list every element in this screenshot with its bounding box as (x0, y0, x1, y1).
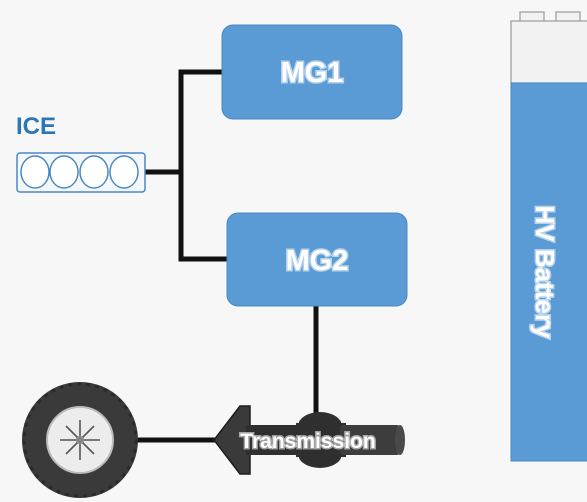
mg2-box: MG2 (226, 212, 408, 307)
connection-lines (137, 69, 319, 443)
battery-cap (510, 20, 587, 84)
engine-label: ICE (16, 113, 56, 140)
battery-body (510, 82, 587, 462)
battery-label: HV Battery (530, 206, 560, 339)
engine-cylinders-icon (16, 152, 146, 193)
mg1-box: MG1 (221, 24, 403, 120)
wheel-icon (22, 382, 138, 498)
mg1-label: MG1 (281, 57, 344, 89)
transmission-label: Transmission (240, 430, 375, 453)
transmission-shaft-icon (213, 405, 405, 475)
battery-icon (510, 11, 587, 462)
mg2-label: MG2 (286, 245, 349, 277)
